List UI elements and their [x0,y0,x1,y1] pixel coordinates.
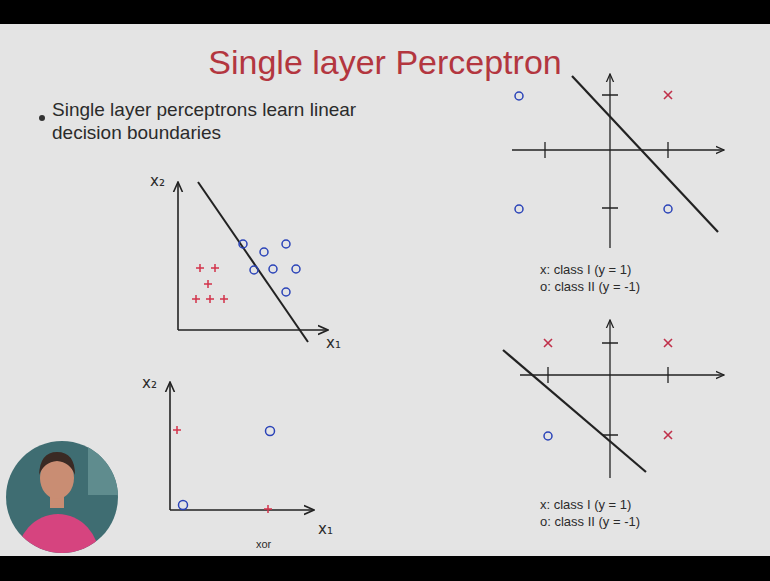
plot-caption: xor [256,538,271,551]
slide-title: Single layer Perceptron [0,42,770,83]
class-note: x: class I (y = 1) [540,497,631,513]
class-note: o: class II (y = -1) [540,514,640,530]
class-note: x: class I (y = 1) [540,262,631,278]
bullet-text: Single layer perceptrons learn linear de… [52,99,357,145]
axis-label: x₂ [150,172,165,190]
axis-label: x₁ [318,520,333,538]
axis-label: x₁ [326,334,341,352]
class-note: o: class II (y = -1) [540,279,640,295]
axis-label: x₂ [142,374,157,392]
